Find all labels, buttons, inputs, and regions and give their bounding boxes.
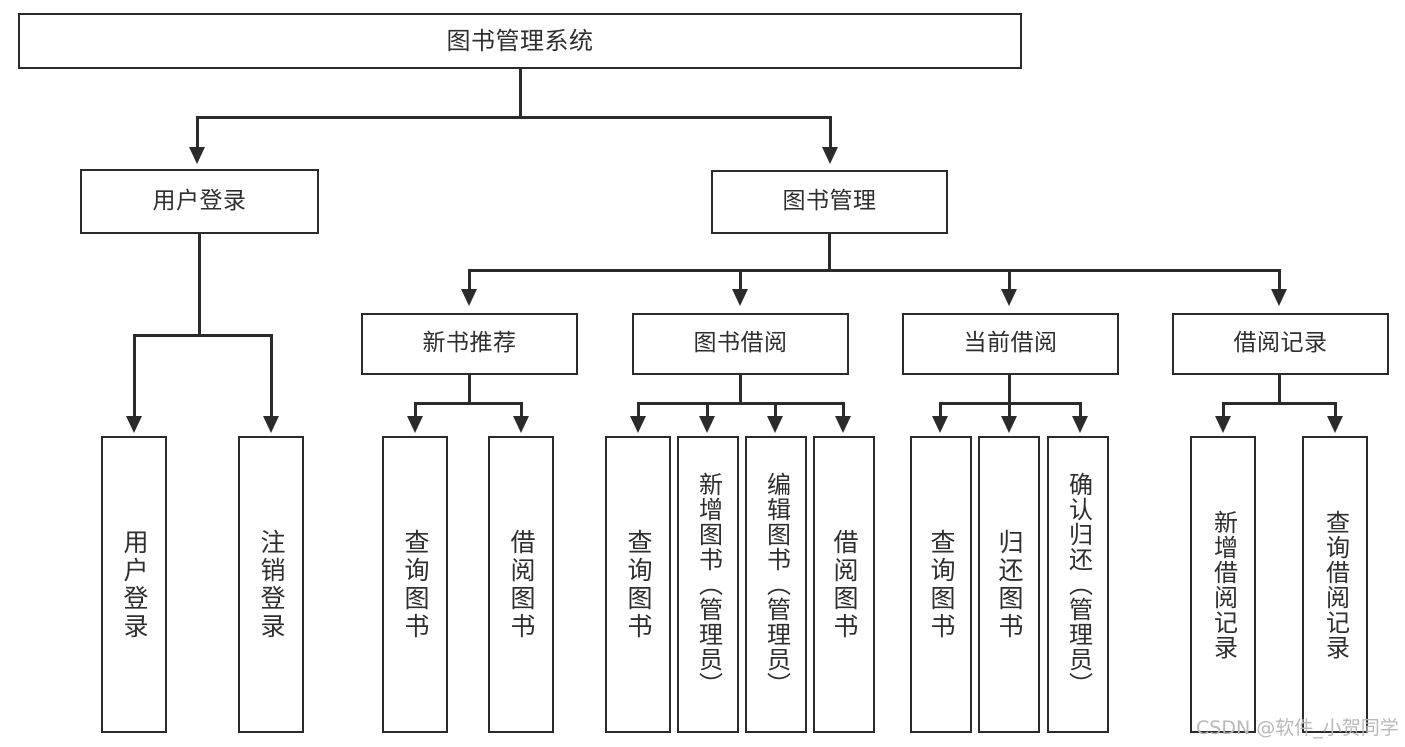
node-label: 新书推荐 [422, 330, 517, 357]
arrow-bm-to-borrow-record [1271, 289, 1287, 306]
node-book-borrow[interactable]: 图书借阅 [632, 313, 849, 375]
node-label: 图书管理 [782, 188, 877, 215]
node-label: 借阅图书 [507, 528, 536, 641]
node-label: 查询图书 [624, 528, 653, 641]
arrow-root-to-book-management [822, 147, 838, 164]
connector-bm-to-new-book [468, 269, 471, 291]
arrow-user-login-leaf-1 [126, 416, 142, 433]
connector-user-login-drop-1 [133, 334, 136, 418]
node-label: 新增借阅记录 [1209, 509, 1238, 660]
arrow-bm-to-current-borrow [1001, 289, 1017, 306]
leaf-current-borrow-return[interactable]: 归还图书 [978, 436, 1040, 733]
node-new-book-recommend[interactable]: 新书推荐 [361, 313, 578, 375]
connector-user-login-drop-2 [270, 334, 273, 418]
connector-book-borrow-drop-2 [706, 402, 709, 418]
leaf-borrow-record-add[interactable]: 新增借阅记录 [1190, 436, 1256, 733]
leaf-new-book-query[interactable]: 查询图书 [382, 436, 448, 733]
connector-book-borrow-stem [739, 375, 742, 404]
node-label: 归还图书 [995, 528, 1024, 641]
connector-book-borrow-drop-4 [842, 402, 845, 418]
connector-borrow-record-drop-1 [1222, 402, 1225, 418]
node-label: 查询图书 [401, 528, 430, 641]
arrow-borrow-record-leaf-2 [1327, 416, 1343, 433]
connector-user-login-bus [133, 334, 272, 337]
leaf-book-borrow-edit[interactable]: 编辑图书（管理员） [745, 436, 807, 733]
node-root-book-management-system[interactable]: 图书管理系统 [18, 13, 1022, 69]
node-label: 查询图书 [927, 528, 956, 641]
connector-bm-to-book-borrow [739, 269, 742, 291]
arrow-book-borrow-leaf-3 [767, 416, 783, 433]
connector-current-borrow-stem [1008, 375, 1011, 404]
node-label: 确认归还（管理员） [1064, 472, 1093, 697]
node-label: 编辑图书（管理员） [762, 472, 791, 697]
node-label: 查询借阅记录 [1321, 509, 1350, 660]
arrow-bm-to-new-book [461, 289, 477, 306]
node-user-login[interactable]: 用户登录 [80, 169, 319, 234]
connector-new-book-drop-1 [414, 402, 417, 418]
connector-root-bus [196, 116, 832, 119]
connector-root-to-user-login [196, 116, 199, 149]
leaf-user-login-logout[interactable]: 注销登录 [238, 436, 304, 733]
leaf-book-borrow-add[interactable]: 新增图书（管理员） [677, 436, 739, 733]
node-label: 图书管理系统 [446, 26, 594, 55]
arrow-new-book-leaf-1 [407, 416, 423, 433]
connector-current-borrow-drop-3 [1079, 402, 1082, 418]
leaf-user-login-login[interactable]: 用户登录 [101, 436, 167, 733]
connector-borrow-record-drop-2 [1334, 402, 1337, 418]
node-label: 借阅图书 [830, 528, 859, 641]
leaf-book-borrow-query[interactable]: 查询图书 [605, 436, 671, 733]
connector-borrow-record-bus [1222, 402, 1336, 405]
connector-borrow-record-stem [1278, 375, 1281, 404]
node-label: 图书借阅 [693, 330, 788, 357]
leaf-borrow-record-query[interactable]: 查询借阅记录 [1302, 436, 1368, 733]
connector-book-management-bus [468, 269, 1279, 272]
arrow-borrow-record-leaf-1 [1215, 416, 1231, 433]
node-label: 新增图书（管理员） [694, 472, 723, 697]
connector-root-to-book-management [829, 116, 832, 149]
arrow-book-borrow-leaf-1 [630, 416, 646, 433]
arrow-root-to-user-login [189, 147, 205, 164]
arrow-book-borrow-leaf-4 [835, 416, 851, 433]
node-book-management[interactable]: 图书管理 [711, 170, 948, 234]
connector-bm-to-borrow-record [1278, 269, 1281, 291]
leaf-current-borrow-query[interactable]: 查询图书 [910, 436, 972, 733]
connector-bm-to-current-borrow [1008, 269, 1011, 291]
node-borrow-record[interactable]: 借阅记录 [1172, 313, 1389, 375]
arrow-user-login-leaf-2 [263, 416, 279, 433]
node-label: 借阅记录 [1233, 330, 1328, 357]
arrow-bm-to-book-borrow [732, 289, 748, 306]
node-label: 用户登录 [152, 187, 247, 214]
connector-new-book-stem [468, 375, 471, 404]
connector-current-borrow-drop-2 [1008, 402, 1011, 418]
connector-book-management-stem [828, 234, 831, 271]
arrow-book-borrow-leaf-2 [699, 416, 715, 433]
leaf-book-borrow-borrow[interactable]: 借阅图书 [813, 436, 875, 733]
node-label: 当前借阅 [963, 330, 1058, 357]
node-label: 注销登录 [257, 528, 286, 641]
arrow-current-borrow-leaf-3 [1072, 416, 1088, 433]
connector-book-borrow-drop-1 [637, 402, 640, 418]
arrow-new-book-leaf-2 [513, 416, 529, 433]
arrow-current-borrow-leaf-2 [1001, 416, 1017, 433]
connector-current-borrow-drop-1 [939, 402, 942, 418]
connector-book-borrow-drop-3 [774, 402, 777, 418]
leaf-current-borrow-confirm-return[interactable]: 确认归还（管理员） [1047, 436, 1109, 733]
connector-new-book-bus [414, 402, 522, 405]
node-current-borrow[interactable]: 当前借阅 [902, 313, 1119, 375]
node-label: 用户登录 [120, 528, 149, 641]
connector-new-book-drop-2 [520, 402, 523, 418]
connector-book-borrow-bus [637, 402, 844, 405]
leaf-new-book-borrow[interactable]: 借阅图书 [488, 436, 554, 733]
arrow-current-borrow-leaf-1 [932, 416, 948, 433]
connector-root-stem [519, 69, 522, 118]
connector-user-login-stem [198, 234, 201, 336]
